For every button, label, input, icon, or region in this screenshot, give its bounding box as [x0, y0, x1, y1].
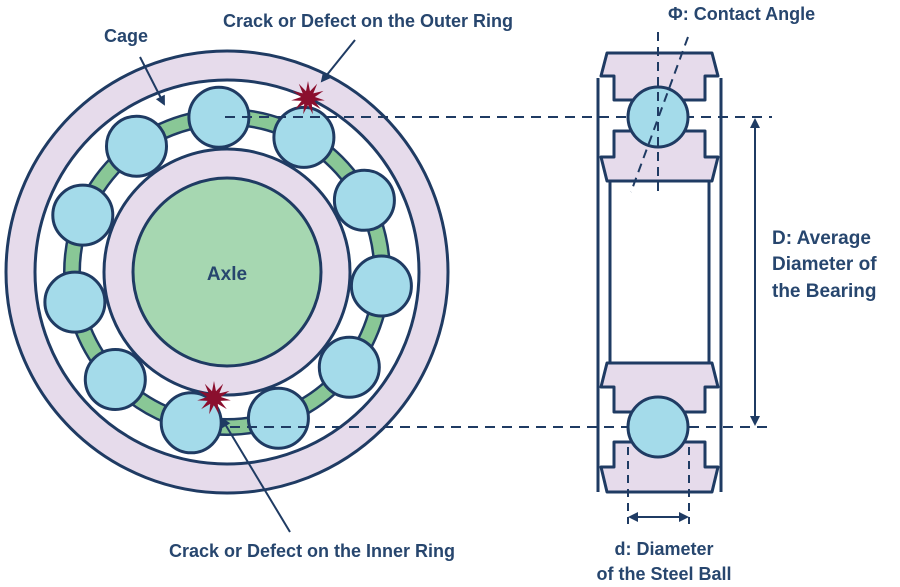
steel-ball — [43, 270, 107, 334]
contact-angle-label: Φ: Contact Angle — [668, 4, 815, 24]
steel-ball — [317, 335, 381, 399]
avg-diameter-label-line2: Diameter of — [772, 254, 877, 275]
steel-ball — [246, 386, 310, 450]
steel-ball — [105, 114, 168, 178]
ball-diameter-label-line2: of the Steel Ball — [596, 564, 731, 584]
steel-ball — [83, 348, 147, 411]
ball-diameter-label-line1: d: Diameter — [614, 539, 713, 559]
bottom-ball-section — [626, 395, 690, 459]
axle-label: Axle — [207, 264, 247, 285]
outer-ring-defect-icon — [291, 81, 325, 115]
top-ball-section — [626, 85, 690, 149]
inner-defect-arrow — [220, 417, 291, 533]
avg-diameter-label-line3: the Bearing — [772, 281, 877, 302]
inner-defect-label: Crack or Defect on the Inner Ring — [169, 541, 455, 561]
outer-defect-arrow — [320, 39, 356, 83]
steel-ball — [349, 254, 413, 318]
cage-arrow — [139, 56, 165, 106]
avg-diameter-label-line1: D: Average — [772, 228, 871, 249]
steel-ball — [332, 168, 396, 232]
bearing-cross-section — [596, 32, 760, 524]
steel-ball — [51, 183, 115, 247]
inner-ring-defect-icon — [197, 381, 231, 415]
steel-ball — [187, 85, 251, 149]
cage-label: Cage — [104, 26, 148, 46]
bearing-front-view — [4, 49, 450, 495]
axle — [131, 176, 323, 368]
steel-balls — [43, 85, 413, 455]
outer-defect-label: Crack or Defect on the Outer Ring — [223, 11, 513, 31]
contact-angle-line — [630, 36, 689, 193]
